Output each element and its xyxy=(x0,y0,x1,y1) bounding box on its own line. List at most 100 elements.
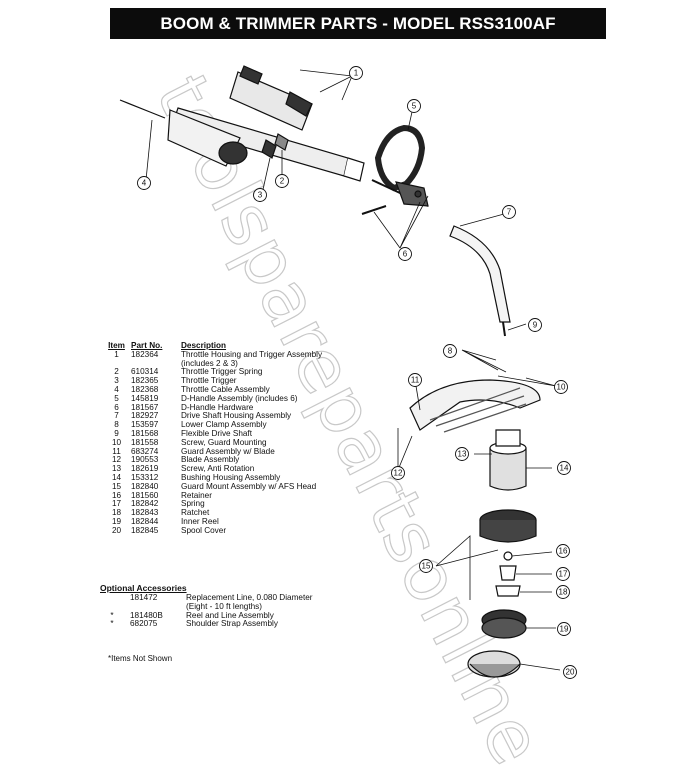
item-number: 13 xyxy=(111,464,122,474)
callout-6 xyxy=(398,247,412,261)
column-header-description: Description xyxy=(181,341,227,350)
part-description: Throttle Trigger Spring xyxy=(181,367,263,377)
callout-label: 1 xyxy=(354,69,359,78)
callout-16 xyxy=(556,544,570,558)
table-row: 6 181567 D-Handle Hardware xyxy=(104,402,351,413)
table-row: 5 145819 D-Handle Assembly (includes 6) xyxy=(104,393,351,404)
item-number: 4 xyxy=(114,384,119,394)
item-number: 7 xyxy=(114,411,119,421)
callout-label: 13 xyxy=(458,450,467,459)
page-title: BOOM & TRIMMER PARTS - MODEL RSS3100AF xyxy=(110,8,606,39)
not-shown-marker: * xyxy=(110,610,114,620)
item-number: 8 xyxy=(114,420,119,430)
callout-3 xyxy=(253,188,267,202)
item-number: 11 xyxy=(112,446,121,456)
callout-label: 9 xyxy=(533,321,538,330)
part-number: 182364 xyxy=(131,349,159,359)
part-number: 153312 xyxy=(131,472,159,482)
part-number: 683274 xyxy=(131,446,159,456)
callout-20 xyxy=(563,665,577,679)
callout-12 xyxy=(391,466,405,480)
table-row: 14 153312 Bushing Housing Assembly xyxy=(104,472,351,483)
list-item: * 682075 Shoulder Strap Assembly xyxy=(104,620,346,629)
footnote: *Items Not Shown xyxy=(108,654,173,663)
part-number: 190553 xyxy=(131,455,159,465)
part-description: Blade Assembly xyxy=(181,455,240,465)
column-header-item: Item xyxy=(108,341,125,350)
item-number: 2 xyxy=(114,367,119,377)
callout-label: 18 xyxy=(559,588,568,597)
part-description: Spool Cover xyxy=(181,525,227,535)
list-item: (Eight - 10 ft lengths) xyxy=(104,601,346,612)
exploded-parts-diagram: 1 2 3 4 5 6 7 9 8 10 11 12 13 14 15 16 1… xyxy=(119,65,577,679)
part-number: 153597 xyxy=(131,420,159,430)
part-description: (Eight - 10 ft lengths) xyxy=(186,601,262,611)
part-description: Screw, Anti Rotation xyxy=(181,464,255,474)
callout-label: 17 xyxy=(559,570,568,579)
part-number: 610314 xyxy=(131,367,159,377)
part-description: Throttle Housing and Trigger Assembly xyxy=(181,349,323,359)
item-number: 17 xyxy=(111,499,122,509)
callout-7 xyxy=(502,205,516,219)
part-description: D-Handle Hardware xyxy=(181,402,254,412)
callout-8 xyxy=(443,344,457,358)
callout-5 xyxy=(407,99,421,113)
part-description: Throttle Trigger xyxy=(181,376,237,386)
callout-label: 10 xyxy=(557,383,566,392)
callout-label: 14 xyxy=(560,464,569,473)
callout-label: 7 xyxy=(507,208,512,217)
item-number: 19 xyxy=(111,516,122,526)
item-number: 9 xyxy=(114,428,119,438)
part-description: D-Handle Assembly (includes 6) xyxy=(181,393,298,403)
callout-label: 16 xyxy=(559,547,568,556)
part-number: 181558 xyxy=(131,437,159,447)
callout-1 xyxy=(349,66,363,80)
table-row: 11 683274 Guard Assembly w/ Blade xyxy=(104,446,351,457)
part-description: Bushing Housing Assembly xyxy=(181,472,281,482)
column-header-part-no: Part No. xyxy=(131,341,163,350)
not-shown-marker xyxy=(104,594,120,603)
part-description: Inner Reel xyxy=(181,516,219,526)
callout-label: 3 xyxy=(258,191,263,200)
parts-table-header: Item Part No. Description xyxy=(104,341,351,351)
item-number: 5 xyxy=(114,393,119,403)
callout-label: 11 xyxy=(411,376,420,385)
part-number: 145819 xyxy=(131,393,159,403)
part-number: 182619 xyxy=(131,464,159,474)
part-description: Reel and Line Assembly xyxy=(186,610,274,620)
part-number: 181472 xyxy=(130,593,158,602)
table-row: 19 182844 Inner Reel xyxy=(104,516,351,527)
callout-label: 19 xyxy=(560,625,569,634)
callout-15 xyxy=(419,559,433,573)
part-number: 182840 xyxy=(131,481,159,491)
part-description: Shoulder Strap Assembly xyxy=(186,619,278,629)
callout-17 xyxy=(556,567,570,581)
item-number: 14 xyxy=(111,472,122,482)
callout-11 xyxy=(408,373,422,387)
table-row: 13 182619 Screw, Anti Rotation xyxy=(104,464,351,474)
part-description: Guard Assembly w/ Blade xyxy=(181,446,275,456)
part-description: Ratchet xyxy=(181,508,210,518)
callout-14 xyxy=(557,461,571,475)
part-number: 182844 xyxy=(131,516,159,526)
table-row: 8 153597 Lower Clamp Assembly xyxy=(104,420,351,430)
not-shown-marker: * xyxy=(110,619,114,629)
part-description: Screw, Guard Mounting xyxy=(181,437,267,447)
part-number: 682075 xyxy=(130,619,158,629)
table-row: (includes 2 & 3) xyxy=(104,359,351,369)
part-number: 182845 xyxy=(131,525,159,535)
item-number: 6 xyxy=(114,402,119,412)
part-description: Lower Clamp Assembly xyxy=(181,420,267,430)
part-number: 181567 xyxy=(131,402,159,412)
